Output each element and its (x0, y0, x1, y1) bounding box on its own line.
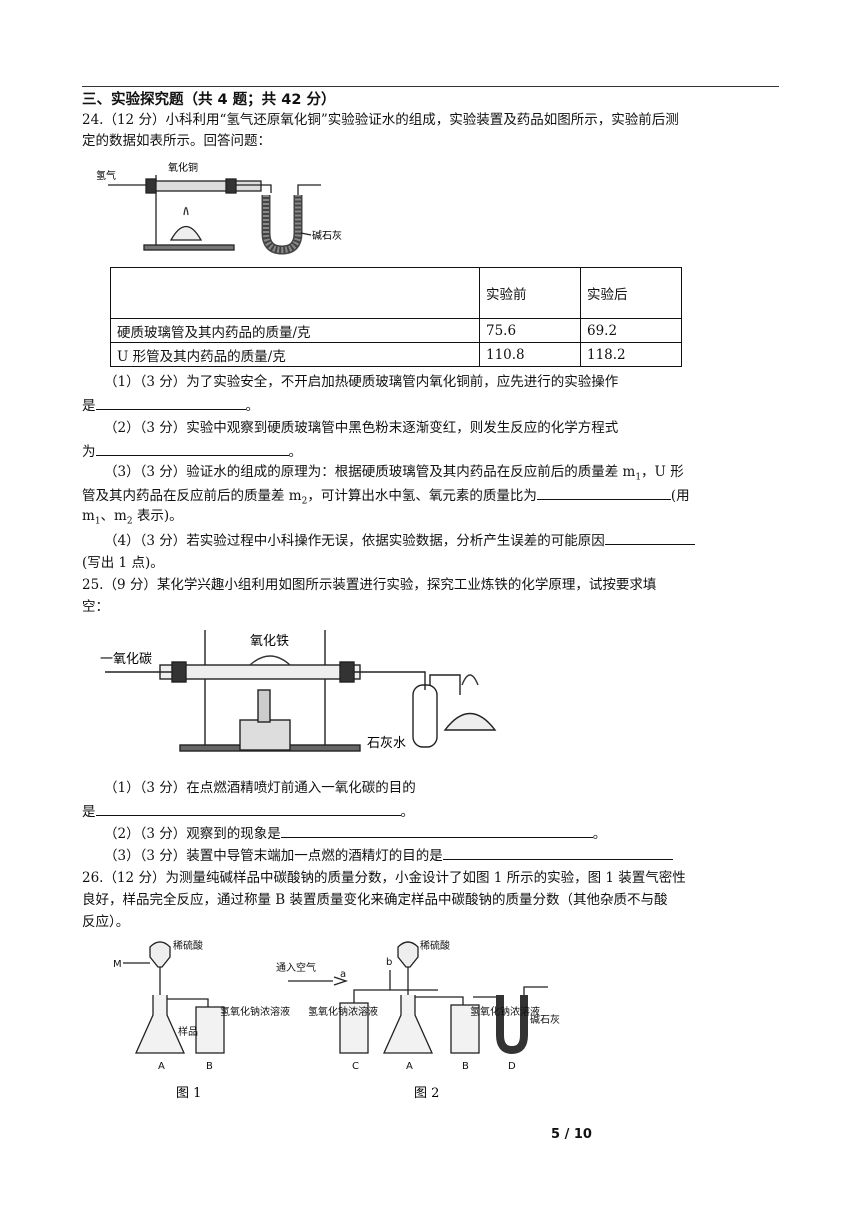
table-cell: 硬质玻璃管及其内药品的质量/克 (110, 318, 480, 343)
fig1-label-m: M (113, 959, 122, 970)
q25-part2-text: （2）（3 分）观察到的现象是 (104, 826, 281, 842)
fig2-label-c: C (352, 1061, 359, 1072)
q24-part3-close: 表示)。 (132, 508, 183, 524)
q24-part4-line2: (写出 1 点)。 (82, 555, 164, 571)
q24-answer-blank-1[interactable] (95, 395, 246, 410)
q24-part3-line1: （3）（3 分）验证水的组成的原理为：根据硬质玻璃管及其内药品在反应前后的质量差… (104, 462, 684, 488)
q24-part3-text-b: 管及其内药品在反应前后的质量差 m (82, 488, 302, 504)
subscript: 1 (94, 516, 101, 527)
q24-data-table: 实验前 实验后 硬质玻璃管及其内药品的质量/克 75.6 69.2 U 形管及其… (110, 267, 682, 367)
q24-part3-m2: 、m (100, 508, 127, 524)
fig1-caption: 图 1 (176, 1086, 201, 1101)
q24-part3-tail: ，U 形 (641, 464, 684, 480)
q24-part3-line2: 管及其内药品在反应前后的质量差 m2，可计算出水中氢、氧元素的质量比为 (用 (82, 485, 690, 512)
q24-label-hydrogen: 氢气 (96, 169, 116, 182)
q24-part3-text: （3）（3 分）验证水的组成的原理为：根据硬质玻璃管及其内药品在反应前后的质量差… (104, 464, 636, 480)
table-cell: 69.2 (580, 318, 682, 343)
q25-part1-line2: 是。 (82, 801, 414, 822)
table-cell: 110.8 (479, 342, 581, 367)
section-title: 三、实验探究题（共 4 题；共 42 分） (82, 92, 336, 108)
q25-part2-end: 。 (592, 826, 607, 842)
q25-answer-blank-1[interactable] (95, 801, 401, 816)
table-row: 硬质玻璃管及其内药品的质量/克 75.6 69.2 (110, 318, 682, 343)
fig2-label-a: A (406, 1061, 413, 1072)
q24-part1-line2: 是。 (82, 395, 259, 416)
q24-answer-blank-3[interactable] (536, 485, 671, 500)
table-header-cell: 实验后 (580, 267, 682, 319)
q24-part3-m: m (82, 508, 95, 524)
fig2-label-b: B (462, 1061, 469, 1072)
q24-part1-line1: （1）（3 分）为了实验安全，不开启加热硬质玻璃管内氧化铜前，应先进行的实验操作 (104, 374, 619, 390)
q26-figures: M 稀硫酸 样品 氢氧化钠浓溶液 A B 通入空气 a b 稀硫酸 氢氧化钠浓溶… (113, 939, 560, 1101)
q26-stem-line1: 26.（12 分）为测量纯碱样品中碳酸钠的质量分数，小金设计了如图 1 所示的实… (82, 870, 686, 886)
q25-apparatus-figure: 一氧化碳 氧化铁 石灰水 (100, 630, 497, 752)
q25-part3-text: （3）（3 分）装置中导管末端加一点燃的酒精灯的目的是 (104, 848, 443, 864)
q24-part2-line2: 为。 (82, 441, 302, 462)
q25-part1-end: 。 (400, 804, 415, 820)
q24-part4-line1: （4）（3 分）若实验过程中小科操作无误，依据实验数据，分析产生误差的可能原因 (104, 530, 695, 551)
q25-answer-blank-2[interactable] (280, 823, 593, 838)
fig1-label-sample: 样品 (178, 1025, 198, 1038)
q25-part3-line: （3）（3 分）装置中导管末端加一点燃的酒精灯的目的是 (104, 845, 673, 866)
q25-part1-prefix: 是 (82, 804, 96, 820)
q24-part1-prefix: 是 (82, 398, 96, 414)
q25-answer-blank-3[interactable] (442, 845, 673, 860)
fig2-label-naoh-c: 氢氧化钠浓溶液 (308, 1005, 378, 1018)
q25-label-fe2o3: 氧化铁 (250, 634, 289, 649)
table-header-row: 实验前 实验后 (110, 267, 682, 319)
fig2-label-acid: 稀硫酸 (420, 939, 450, 952)
subscript: 2 (301, 496, 308, 507)
q24-label-cuo: 氧化铜 (168, 161, 198, 174)
q24-label-soda-lime: 碱石灰 (312, 229, 342, 242)
fig2-caption: 图 2 (414, 1086, 439, 1101)
q24-part1-end: 。 (245, 398, 260, 414)
q25-label-limewater: 石灰水 (367, 736, 406, 751)
fig1-label-naoh: 氢氧化钠浓溶液 (220, 1005, 290, 1018)
fig1-label-a: A (158, 1061, 165, 1072)
q24-part2-prefix: 为 (82, 444, 96, 460)
q24-stem-line1: 24.（12 分）小科利用“氢气还原氧化铜”实验验证水的组成，实验装置及药品如图… (82, 112, 679, 128)
fig2-label-air: 通入空气 (276, 961, 316, 974)
q24-part4-text: （4）（3 分）若实验过程中小科操作无误，依据实验数据，分析产生误差的可能原因 (104, 533, 605, 549)
q26-stem-line3: 反应）。 (82, 914, 130, 930)
top-rule (82, 86, 779, 87)
fig2-label-d: D (508, 1061, 516, 1072)
q24-part3-end: (用 (670, 488, 690, 504)
table-row: U 形管及其内药品的质量/克 110.8 118.2 (110, 342, 682, 367)
q24-part2-line1: （2）（3 分）实验中观察到硬质玻璃管中黑色粉末逐渐变红，则发生反应的化学方程式 (104, 420, 619, 436)
q24-answer-blank-4[interactable] (604, 530, 695, 545)
q24-part2-end: 。 (288, 444, 303, 460)
q25-part2-line: （2）（3 分）观察到的现象是 。 (104, 823, 606, 844)
q25-label-co: 一氧化碳 (100, 652, 152, 667)
subscript: 2 (126, 516, 133, 527)
page-number: 5 / 10 (551, 1127, 592, 1142)
q25-stem-line2: 空： (82, 599, 109, 615)
fig2-label-naoh-b: 氢氧化钠浓溶液 (470, 1005, 540, 1018)
table-cell: 118.2 (580, 342, 682, 367)
fig2-label-a-small: a (340, 969, 346, 980)
fig2-label-b-small: b (386, 957, 392, 968)
q24-part3-text-c: ，可计算出水中氢、氧元素的质量比为 (307, 488, 537, 504)
table-cell: U 形管及其内药品的质量/克 (110, 342, 480, 367)
table-header-cell (110, 267, 480, 319)
table-header-cell: 实验前 (479, 267, 581, 319)
fig2-label-soda-lime: 碱石灰 (530, 1013, 560, 1026)
fig1-label-acid: 稀硫酸 (173, 939, 203, 952)
q25-stem-line1: 25.（9 分）某化学兴趣小组利用如图所示装置进行实验，探究工业炼铁的化学原理，… (82, 577, 657, 593)
subscript: 1 (635, 472, 642, 483)
q24-answer-blank-2[interactable] (95, 441, 289, 456)
q24-part3-line3: m1、m2 表示)。 (82, 506, 183, 532)
q25-part1-line1: （1）（3 分）在点燃酒精喷灯前通入一氧化碳的目的 (104, 780, 416, 796)
table-cell: 75.6 (479, 318, 581, 343)
q24-apparatus-figure: 氢气 氧化铜 碱石灰 (96, 161, 342, 255)
fig1-label-b: B (206, 1061, 213, 1072)
q26-stem-line2: 良好，样品完全反应，通过称量 B 装置质量变化来确定样品中碳酸钠的质量分数（其他… (82, 892, 668, 908)
q24-stem-line2: 定的数据如表所示。回答问题： (82, 133, 271, 149)
